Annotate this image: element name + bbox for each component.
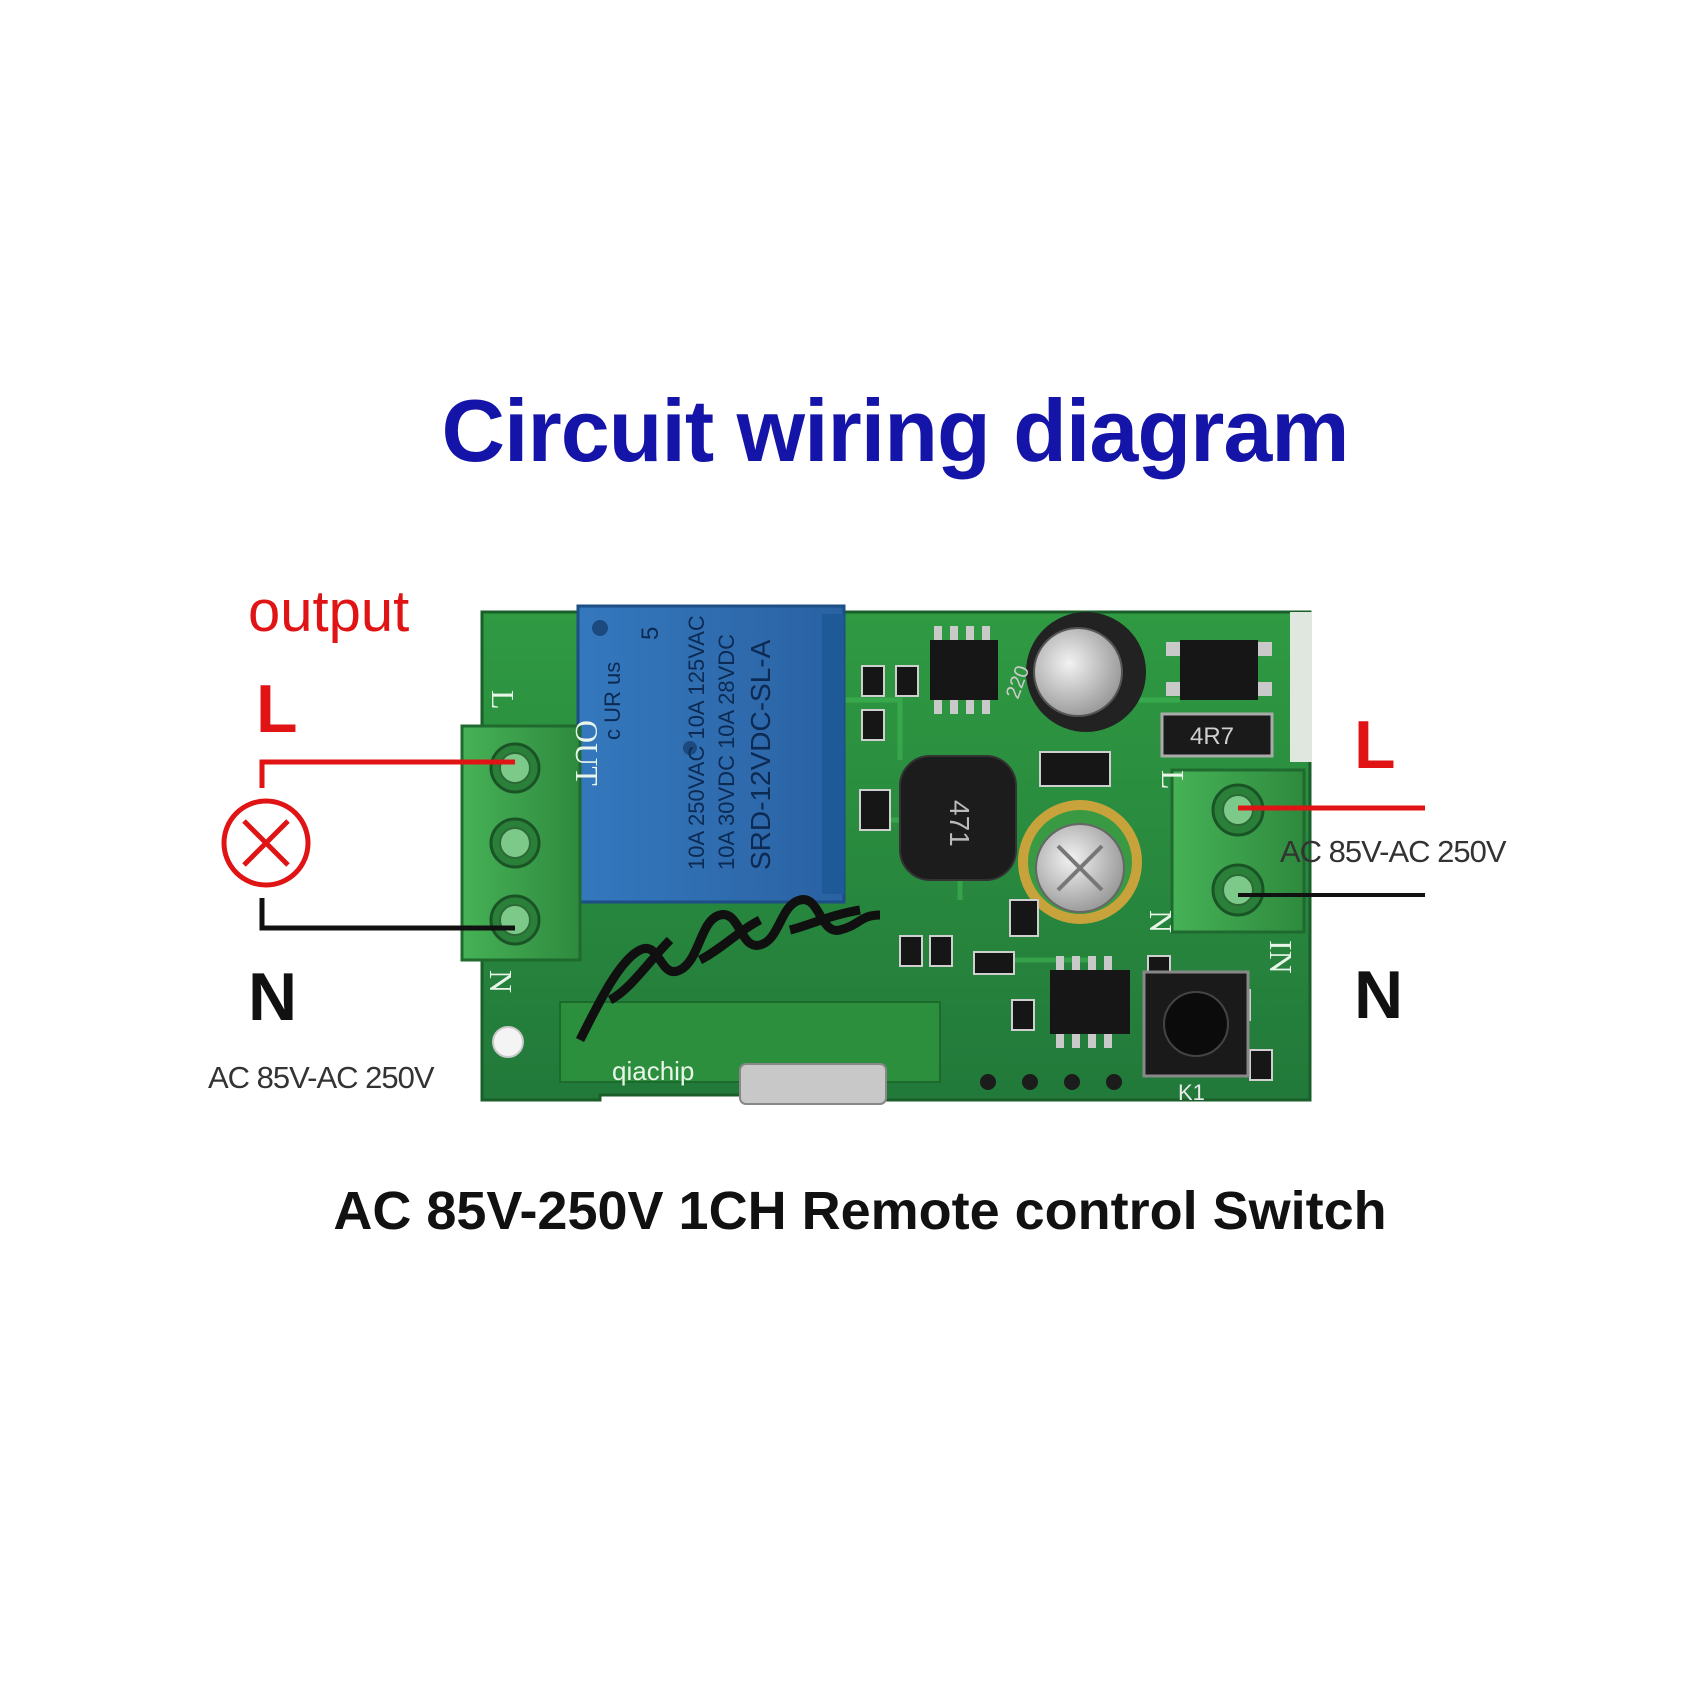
terminal-screw-output-n xyxy=(489,894,541,946)
bridge-rectifier xyxy=(1166,640,1272,700)
output-voltage-label: AC 85V-AC 250V xyxy=(208,1060,435,1095)
output-live-label: L xyxy=(256,671,298,747)
terminal-screw-input-n xyxy=(1211,863,1265,917)
relay-text-pin: 5 xyxy=(637,627,664,640)
ic-chip-bottom xyxy=(1050,956,1130,1048)
learn-button-label: K1 xyxy=(1178,1080,1205,1105)
silk-l-right-label: L xyxy=(1155,770,1191,790)
terminal-screw-output-l xyxy=(489,742,541,794)
rf-module-text: qiachip xyxy=(612,1056,694,1086)
silk-in-label: IN xyxy=(1263,940,1299,974)
relay-text-rating-ac: 10A 250VAC 10A 125VAC xyxy=(684,615,709,870)
input-live-label: L xyxy=(1354,707,1396,783)
lamp-icon xyxy=(221,798,311,888)
learn-button: K1 xyxy=(1142,970,1250,1105)
relay-text-rating-dc: 10A 30VDC 10A 28VDC xyxy=(714,634,739,870)
rf-module: qiachip xyxy=(559,1001,941,1105)
output-terminal-block xyxy=(460,724,582,962)
input-neutral-label: N xyxy=(1354,957,1404,1033)
output-neutral-wire xyxy=(259,898,515,931)
silk-n-left-label: N xyxy=(483,970,519,993)
relay-text-cert: c UR us xyxy=(600,662,625,740)
silk-n-right-label: N xyxy=(1143,910,1179,933)
silk-l-left-label: L xyxy=(485,690,521,710)
silk-out-label: OUT xyxy=(569,720,605,786)
diagram-title: Circuit wiring diagram xyxy=(441,381,1349,480)
output-heading: output xyxy=(248,579,410,644)
output-live-wire xyxy=(259,759,515,788)
inductor-text: 471 xyxy=(944,800,975,847)
resistor-4r7: 4R7 xyxy=(1160,712,1274,758)
input-terminal-block xyxy=(1170,768,1306,934)
capacitor-top: 220 xyxy=(1002,612,1146,732)
input-voltage-label: AC 85V-AC 250V xyxy=(1280,834,1507,869)
ic-chip-top xyxy=(930,626,998,714)
resistor-text: 4R7 xyxy=(1190,723,1234,750)
terminal-screw-output-mid xyxy=(489,817,541,869)
capacitor-bottom xyxy=(1018,800,1142,924)
relay-text-model: SRD-12VDC-SL-A xyxy=(745,639,776,870)
antenna-coil xyxy=(575,895,881,1043)
inductor: 471 xyxy=(899,755,1017,881)
relay: 5 c UR us 10A 250VAC 10A 125VAC 10A 30VD… xyxy=(576,604,846,904)
test-pads xyxy=(980,1074,1122,1090)
output-neutral-label: N xyxy=(248,959,298,1035)
product-caption: AC 85V-250V 1CH Remote control Switch xyxy=(333,1181,1387,1241)
